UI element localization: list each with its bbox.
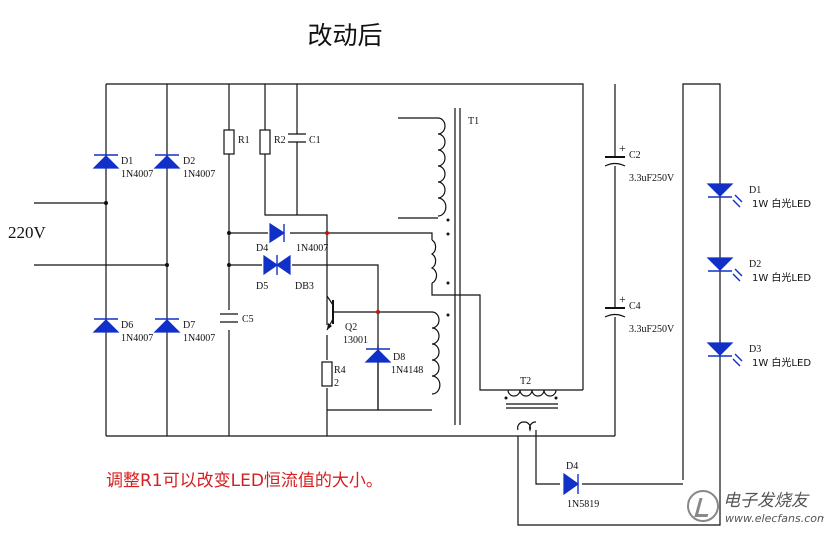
elecfans-logo-icon (687, 490, 719, 522)
label-D7-part: 1N4007 (183, 333, 215, 344)
resistor-R4 (321, 361, 333, 387)
label-D4: D4 (256, 243, 268, 254)
c4-plus-sign: + (619, 292, 626, 306)
label-led-D1: D1 (749, 185, 761, 196)
wires (34, 83, 721, 526)
adjustment-note: 调整R1可以改变LED恒流值的大小。 (106, 471, 383, 491)
label-D8: D8 (393, 352, 405, 363)
led-D2 (706, 257, 743, 282)
transistor-Q2 (326, 295, 334, 331)
diode-D6 (92, 318, 120, 333)
label-DB3: DB3 (295, 281, 314, 292)
label-Q2-part: 13001 (343, 335, 368, 346)
label-D8-part: 1N4148 (391, 365, 423, 376)
watermark-name: 电子发烧友 (723, 491, 808, 511)
label-R4: R4 (334, 365, 346, 376)
page-title: 改动后 (307, 21, 383, 50)
led-D3 (706, 342, 743, 367)
label-D2-part: 1N4007 (183, 169, 215, 180)
label-R4-value: 2 (334, 378, 339, 389)
watermark: 电子发烧友 www.elecfans.com (683, 486, 824, 532)
capacitor-C2 (604, 156, 626, 167)
diac-DB3 (262, 254, 292, 276)
diode-D8 (364, 348, 392, 363)
c2-plus-sign: + (619, 141, 626, 155)
resistor-R1 (223, 129, 235, 155)
label-led-D1-desc: 1W 白光LED (752, 197, 811, 210)
transformer-T2 (504, 389, 558, 432)
transformer-T1 (430, 108, 461, 425)
resistor-R2 (259, 129, 271, 155)
label-D6: D6 (121, 320, 133, 331)
watermark-site: www.elecfans.com (725, 512, 824, 525)
label-led-D2: D2 (749, 259, 761, 270)
label-led-D3-desc: 1W 白光LED (752, 356, 811, 369)
diode-D4-1N5819 (560, 472, 582, 496)
label-D4-schottky: D4 (566, 461, 578, 472)
diode-D7 (153, 318, 181, 333)
label-D1: D1 (121, 156, 133, 167)
diode-D1 (92, 154, 120, 169)
capacitor-C4 (604, 307, 626, 318)
label-D4-schottky-part: 1N5819 (567, 499, 599, 510)
capacitor-C5 (220, 313, 238, 323)
label-Q2: Q2 (345, 322, 357, 333)
label-C2-value: 3.3uF250V (629, 173, 675, 184)
label-led-D3: D3 (749, 344, 761, 355)
label-C1: C1 (309, 135, 321, 146)
label-D4-part: 1N4007 (296, 243, 328, 254)
diode-D4-1N4007 (268, 222, 290, 244)
label-R1: R1 (238, 135, 250, 146)
label-D7: D7 (183, 320, 195, 331)
label-T2: T2 (520, 376, 531, 387)
capacitor-C1 (288, 133, 306, 143)
label-D1-part: 1N4007 (121, 169, 153, 180)
label-C5: C5 (242, 314, 254, 325)
label-D2: D2 (183, 156, 195, 167)
label-C4: C4 (629, 301, 641, 312)
label-C2: C2 (629, 150, 641, 161)
label-led-D2-desc: 1W 白光LED (752, 271, 811, 284)
label-R2: R2 (274, 135, 286, 146)
label-D6-part: 1N4007 (121, 333, 153, 344)
input-voltage-label: 220V (8, 223, 47, 242)
diode-D2 (153, 154, 181, 169)
led-D1 (706, 183, 743, 208)
label-C4-value: 3.3uF250V (629, 324, 675, 335)
label-T1: T1 (468, 116, 479, 127)
label-D5: D5 (256, 281, 268, 292)
